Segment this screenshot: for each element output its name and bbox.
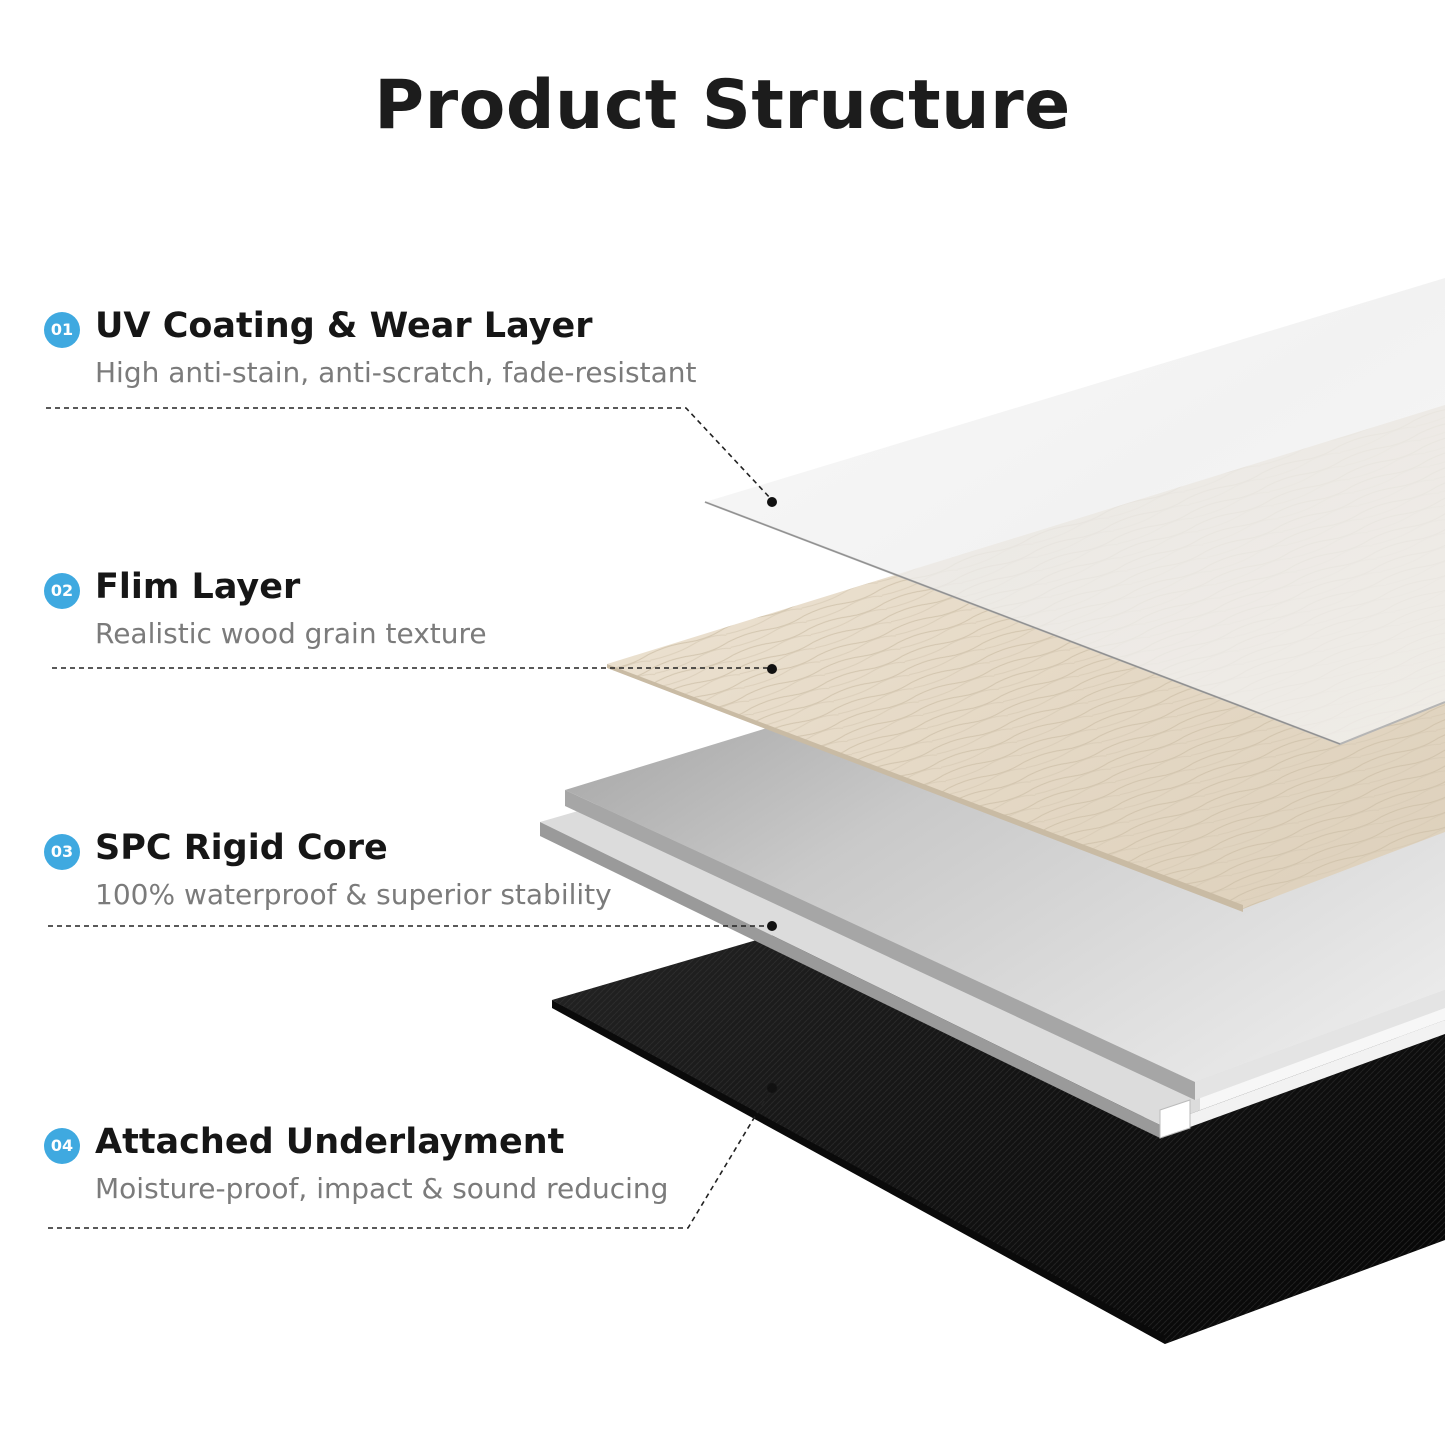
leader-dots — [767, 497, 777, 1093]
layer-title: UV Coating & Wear Layer — [95, 306, 593, 346]
leader-dot-04 — [767, 1083, 777, 1093]
layer-number-badge: 03 — [44, 834, 80, 870]
layer-title: SPC Rigid Core — [95, 828, 388, 868]
layer-description: Moisture-proof, impact & sound reducing — [95, 1172, 669, 1205]
page-title: Product Structure — [374, 66, 1071, 145]
layer-number-badge: 01 — [44, 312, 80, 348]
layer-description: High anti-stain, anti-scratch, fade-resi… — [95, 356, 697, 389]
leader-dot-02 — [767, 664, 777, 674]
leader-dot-03 — [767, 921, 777, 931]
uv-wear-layer — [704, 278, 1445, 746]
layer-number-badge: 02 — [44, 573, 80, 609]
layer-title: Flim Layer — [95, 567, 301, 607]
layer-title: Attached Underlayment — [95, 1122, 565, 1162]
layer-description: 100% waterproof & superior stability — [95, 878, 612, 911]
leader-line-04 — [48, 1087, 773, 1229]
layer-description: Realistic wood grain texture — [95, 617, 487, 650]
leader-lines — [46, 407, 773, 1229]
layer-number-badge: 04 — [44, 1128, 80, 1164]
leader-dot-01 — [767, 497, 777, 507]
leader-line-01 — [46, 407, 773, 501]
